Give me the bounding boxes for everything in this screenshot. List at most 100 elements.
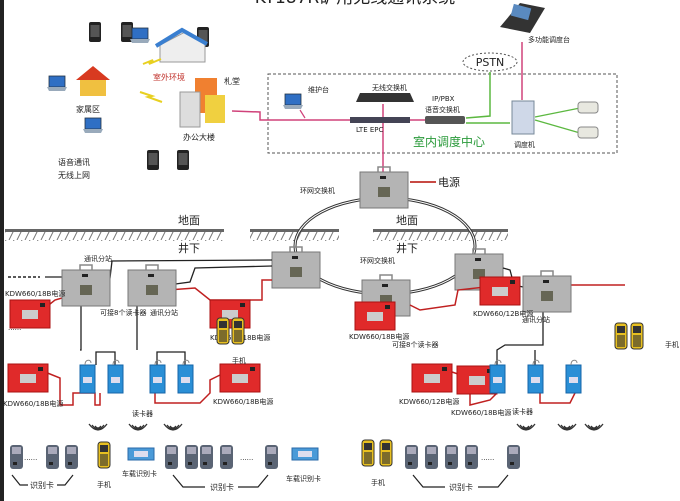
comm-substation bbox=[522, 270, 572, 313]
label-substation: 通讯分站 bbox=[84, 254, 112, 263]
mine-phone-icon bbox=[614, 322, 628, 350]
laptop-icon bbox=[46, 75, 68, 92]
label-family-area: 家属区 bbox=[76, 104, 100, 114]
left-border bbox=[0, 0, 4, 501]
card-reader bbox=[107, 359, 124, 394]
id-card-brackets bbox=[11, 474, 509, 488]
wireless-signal-icon bbox=[163, 423, 183, 431]
wireless-signal-icon bbox=[557, 423, 577, 431]
label-power-18b: KDW660/18B电源 bbox=[5, 289, 65, 298]
label-lte-epc: LTE EPC bbox=[356, 126, 384, 134]
label-ippbx: IP/PBX bbox=[432, 95, 455, 103]
laptop-icon bbox=[82, 117, 104, 134]
label-substation: 通讯分站 bbox=[522, 315, 550, 324]
ellipsis: ...... bbox=[8, 324, 21, 332]
label-power-12b: KDW660/12B电源 bbox=[473, 309, 533, 318]
mine-phone-icon bbox=[97, 441, 111, 469]
label-underground-right: 井下 bbox=[396, 241, 418, 255]
vehicle-card-icon bbox=[127, 447, 155, 461]
card-reader bbox=[177, 359, 194, 394]
power-supply-box bbox=[219, 363, 261, 393]
wireless-switch-device bbox=[356, 93, 414, 102]
label-phone: 手机 bbox=[665, 340, 679, 349]
mine-phone-icon bbox=[630, 322, 644, 350]
house-icon bbox=[76, 66, 110, 96]
card-reader bbox=[489, 359, 506, 394]
diagram-title: KT187R矿用无线通讯系统 bbox=[255, 0, 455, 8]
label-wireless-switch: 无线交换机 bbox=[372, 83, 407, 92]
ippbx-device bbox=[425, 116, 465, 124]
label-power-18b: KDW660/18B电源 bbox=[213, 397, 273, 406]
comm-substation bbox=[127, 264, 177, 307]
power-supply-box bbox=[7, 363, 49, 393]
power-supply-box bbox=[354, 301, 396, 331]
label-substation: 通讯分站 bbox=[150, 308, 178, 317]
card-reader bbox=[149, 359, 166, 394]
label-phone: 手机 bbox=[371, 478, 385, 487]
label-wireless-internet: 无线上网 bbox=[58, 170, 90, 180]
smartphone-icon bbox=[177, 150, 189, 170]
label-underground-left: 井下 bbox=[178, 241, 200, 255]
vehicle-card-icon bbox=[291, 447, 319, 461]
label-pstn: PSTN bbox=[476, 56, 505, 69]
card-reader bbox=[527, 359, 544, 394]
smartphone-icon bbox=[89, 22, 101, 42]
wireless-signal-icon bbox=[584, 423, 604, 431]
pstn-cloud bbox=[462, 52, 518, 72]
label-console: 多功能调度台 bbox=[528, 35, 570, 44]
dispatch-console-icon bbox=[500, 3, 545, 33]
label-power-18b: KDW660/18B电源 bbox=[349, 332, 409, 341]
label-ring-switch: 环网交换机 bbox=[360, 256, 395, 265]
label-maintenance: 维护台 bbox=[308, 85, 329, 94]
mine-phone-icon bbox=[216, 317, 230, 345]
comm-substation bbox=[61, 264, 111, 307]
maintenance-laptop-icon bbox=[282, 93, 304, 110]
mine-phone-icon bbox=[379, 439, 393, 467]
power-supply-box bbox=[411, 363, 453, 393]
label-phone: 手机 bbox=[97, 480, 111, 489]
label-vehicle-card: 车载识别卡 bbox=[122, 469, 157, 478]
label-phone: 手机 bbox=[232, 356, 246, 365]
label-readers-max: 可接8个读卡器 bbox=[392, 340, 438, 349]
mine-phone-icon bbox=[361, 439, 375, 467]
label-canteen: 札堂 bbox=[224, 76, 240, 86]
telephone-icon bbox=[577, 101, 599, 114]
card-reader bbox=[565, 359, 582, 394]
label-surface-right: 地面 bbox=[396, 214, 418, 227]
label-voice-switch: 语音交换机 bbox=[425, 105, 460, 114]
underground-cables bbox=[8, 259, 625, 406]
lte-epc-device bbox=[350, 117, 410, 123]
links bbox=[231, 42, 581, 183]
label-id-card: 识别卡 bbox=[449, 482, 473, 492]
surface-devices bbox=[46, 22, 225, 170]
smartphone-icon bbox=[147, 150, 159, 170]
label-id-card: 识别卡 bbox=[210, 482, 234, 492]
wireless-signal-icon bbox=[128, 423, 148, 431]
ring-switch-left bbox=[271, 246, 321, 289]
ellipsis: ...... bbox=[481, 454, 494, 462]
dispatcher-rack bbox=[511, 100, 535, 135]
telephone-icon bbox=[577, 126, 599, 139]
label-ring-switch-top: 环网交换机 bbox=[300, 186, 335, 195]
laptop-icon bbox=[129, 27, 151, 44]
power-supply-box bbox=[479, 276, 521, 306]
wireless-signal-icon bbox=[88, 423, 108, 431]
label-power-18b: KDW660/18B电源 bbox=[3, 399, 63, 408]
label-id-card: 识别卡 bbox=[30, 480, 54, 490]
wireless-bolt-icon bbox=[139, 91, 163, 103]
label-vehicle-card: 车载识别卡 bbox=[286, 474, 321, 483]
label-power: 电源 bbox=[438, 175, 460, 189]
ellipsis: ...... bbox=[240, 454, 253, 462]
label-office-building: 办公大楼 bbox=[183, 132, 215, 142]
label-outdoor-env: 室外环境 bbox=[153, 72, 185, 82]
label-reader: 读卡器 bbox=[132, 409, 153, 418]
label-reader: 读卡器 bbox=[512, 407, 533, 416]
label-surface-left: 地面 bbox=[178, 214, 200, 227]
id-cards bbox=[10, 445, 520, 469]
mine-phone-icon bbox=[231, 317, 245, 345]
label-power-12b: KDW660/12B电源 bbox=[399, 397, 459, 406]
ellipsis: ...... bbox=[24, 454, 37, 462]
label-dispatcher: 调度机 bbox=[514, 140, 535, 149]
label-readers-max: 可接8个读卡器 bbox=[100, 308, 146, 317]
